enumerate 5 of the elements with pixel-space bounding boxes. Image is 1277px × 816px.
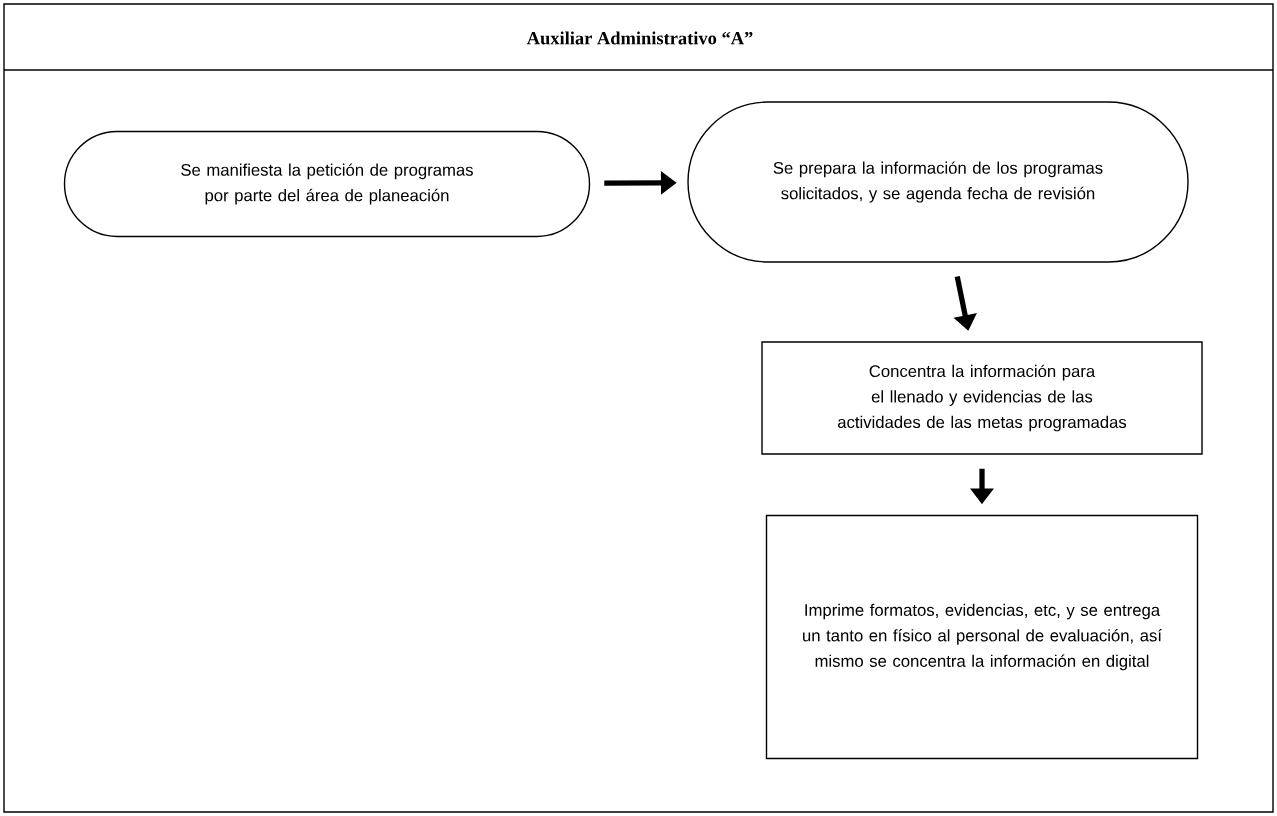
terminal-box: Se manifiesta la petición de programas por parte del área de planeación: [63, 130, 591, 238]
terminal-box: Se prepara la información de los programas solicitados, y se agenda fecha de revisión: [687, 101, 1189, 263]
process-box: Imprime formatos, evidencias, etc, y se entrega un tanto en físico al personal de evaluación, así mismo se concentra la información en digital: [765, 514, 1199, 760]
process-box: Concentra la información para el llenado y evidencias de las actividades de las metas programadas: [761, 341, 1203, 455]
title: Auxiliar Administrativo “A”: [526, 31, 753, 45]
